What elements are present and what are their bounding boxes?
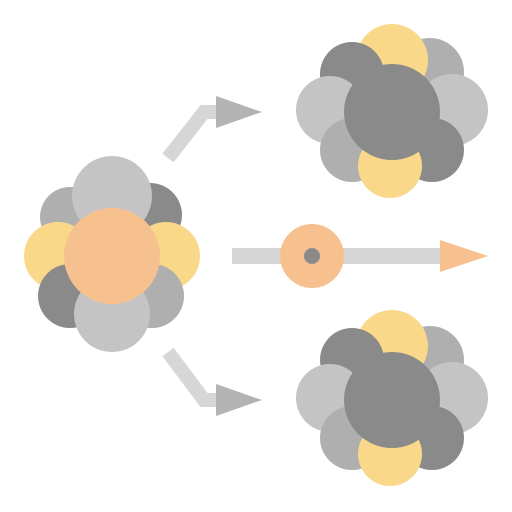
arrow-down-right-icon xyxy=(162,347,262,416)
arrow-up-right-icon xyxy=(162,96,262,163)
fission-fragment-nucleus-icon xyxy=(296,24,488,198)
large-atom-nucleus-icon xyxy=(24,156,200,352)
neutron-particle-icon xyxy=(280,224,344,288)
fission-fragment-nucleus-icon xyxy=(296,310,488,486)
